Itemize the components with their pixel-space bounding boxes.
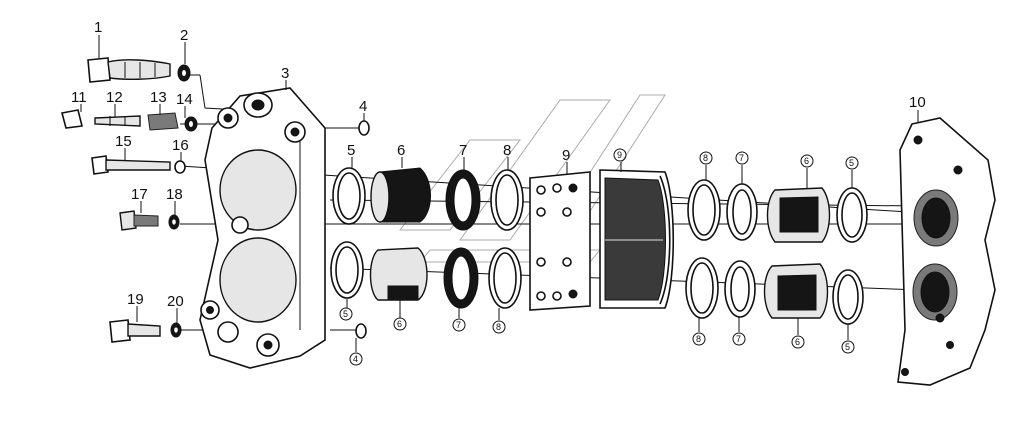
- part-14-seal: [184, 116, 198, 132]
- part-6-piston-lower-left: [369, 247, 428, 301]
- label-4-top: 4: [359, 98, 367, 115]
- part-2-washer: [177, 64, 191, 82]
- part-6-piston-upper-left: [370, 167, 431, 223]
- label-20: 20: [167, 293, 184, 310]
- label-2: 2: [180, 27, 188, 44]
- label-7-upper-left: 7: [459, 142, 467, 159]
- part-8-ring-upper-right: [687, 179, 721, 241]
- part-7-boot-upper-left: [445, 169, 481, 231]
- label-14: 14: [176, 91, 193, 108]
- label-16: 16: [172, 137, 189, 154]
- part-16-washer: [174, 160, 186, 174]
- callout-labels: 1 2 3 4 4 5 5 5 5 6 6 6 6 7 7 7 7 8 8 8 …: [71, 19, 926, 364]
- label-5-lower-right: 5: [845, 342, 850, 352]
- leader-lines: [80, 35, 919, 352]
- label-18: 18: [166, 186, 183, 203]
- label-15: 15: [115, 133, 132, 150]
- part-13-fitting: [147, 112, 179, 131]
- part-3-caliper-half: [199, 87, 326, 369]
- part-7-boot-upper-right: [726, 183, 758, 241]
- label-9-pad: 9: [617, 150, 622, 160]
- label-6-upper-right: 6: [804, 156, 809, 166]
- label-3: 3: [281, 65, 289, 82]
- part-11-cap: [61, 109, 83, 129]
- part-4-o-ring-bottom: [355, 323, 367, 339]
- label-1: 1: [94, 19, 102, 36]
- part-19-bolt: [109, 319, 161, 343]
- part-7-boot-lower-left: [443, 247, 479, 309]
- part-8-ring-lower-left: [488, 247, 522, 309]
- label-19: 19: [127, 291, 144, 308]
- part-5-seal-lower-right: [832, 269, 864, 325]
- label-6-lower-right: 6: [795, 337, 800, 347]
- label-10: 10: [909, 94, 926, 111]
- label-5-upper-right: 5: [849, 158, 854, 168]
- part-9-brake-pad: [599, 169, 675, 309]
- part-5-seal-lower-left: [330, 241, 364, 299]
- part-6-piston-upper-right: [766, 187, 831, 243]
- label-11: 11: [71, 89, 87, 106]
- part-1-bolt: [87, 57, 171, 83]
- part-5-seal-upper-left: [332, 167, 366, 225]
- label-8-upper-left: 8: [503, 142, 511, 159]
- part-18-washer: [168, 214, 180, 230]
- part-15-bolt: [91, 155, 171, 175]
- label-7-upper-right: 7: [739, 153, 744, 163]
- label-13: 13: [150, 89, 167, 106]
- part-8-ring-upper-left: [490, 169, 524, 231]
- label-8-lower-right: 8: [696, 334, 701, 344]
- label-7-lower-right: 7: [736, 334, 741, 344]
- label-8-lower-left: 8: [496, 322, 501, 332]
- label-6-lower-left: 6: [397, 319, 402, 329]
- part-17-bolt: [119, 210, 159, 231]
- part-8-ring-lower-right: [685, 257, 719, 319]
- part-12-bleed-screw: [94, 115, 141, 127]
- label-12: 12: [106, 89, 123, 106]
- label-8-upper-right: 8: [703, 153, 708, 163]
- part-10-caliper-half: [897, 117, 996, 386]
- part-7-boot-lower-right: [724, 260, 756, 318]
- callout-circles: [339, 148, 859, 366]
- part-5-seal-upper-right: [836, 187, 868, 243]
- part-6-piston-lower-right: [763, 263, 829, 319]
- part-20-washer: [170, 322, 182, 338]
- label-6-upper-left: 6: [397, 142, 405, 159]
- part-9-pad-backing-plate: [529, 171, 591, 311]
- label-9-plate: 9: [562, 147, 570, 164]
- label-17: 17: [131, 186, 148, 203]
- label-5-lower-left: 5: [343, 309, 348, 319]
- label-7-lower-left: 7: [456, 320, 461, 330]
- label-5-upper-left: 5: [347, 142, 355, 159]
- part-4-o-ring-top: [358, 120, 370, 136]
- label-4-bottom: 4: [353, 354, 358, 364]
